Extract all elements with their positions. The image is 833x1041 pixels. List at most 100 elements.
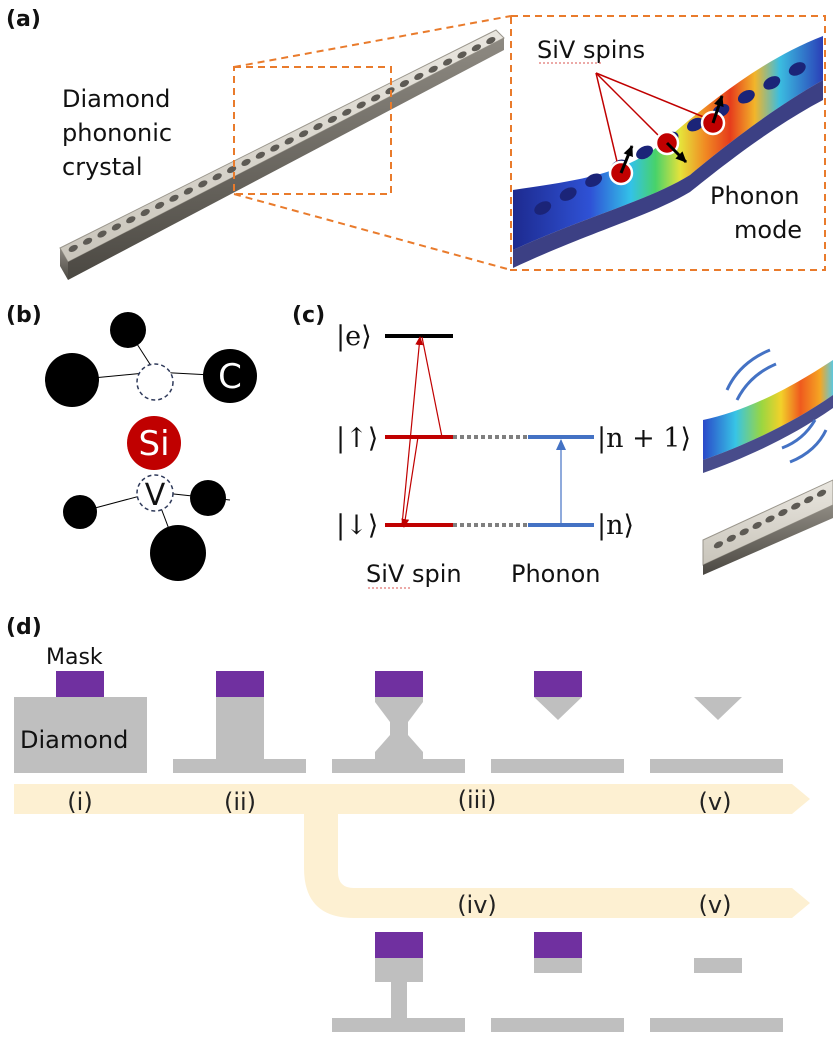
hole — [97, 230, 107, 238]
hole — [778, 509, 788, 517]
hole — [154, 201, 165, 209]
hole — [111, 223, 122, 231]
siv-spins-label: SiV spins — [537, 36, 645, 64]
pointer-line-2 — [595, 72, 666, 143]
hole — [804, 496, 814, 504]
crystal-label-line1: Diamond — [62, 85, 170, 113]
step-label: (iii) — [458, 786, 497, 814]
step-label: (v) — [699, 891, 732, 919]
crystal-label-line2: phononic — [62, 119, 172, 147]
step-label: (i) — [67, 788, 92, 816]
ket-excited: |e⟩ — [336, 321, 372, 352]
pointer-line-1 — [595, 72, 620, 171]
substrate — [491, 759, 624, 773]
hole — [414, 72, 424, 80]
carbon-atom-labeled — [203, 349, 257, 403]
hole — [298, 130, 309, 138]
hole — [284, 137, 294, 145]
phonon-mode-label-line1: Phonon — [710, 182, 799, 210]
protected-layer — [375, 958, 423, 982]
hole — [752, 521, 762, 529]
mask-block — [534, 932, 582, 958]
spin-arrow-1 — [619, 145, 634, 174]
diamond-beam — [59, 29, 505, 280]
panel-label-c: (c) — [292, 303, 325, 328]
hole — [370, 94, 381, 102]
mask-block — [375, 671, 423, 697]
step-label: (iv) — [457, 891, 497, 919]
narrow-stem — [391, 982, 407, 1018]
final-triangle — [694, 697, 742, 720]
hole — [791, 502, 801, 510]
hole — [198, 180, 208, 188]
hole — [356, 101, 366, 109]
ket-spin-up: |↑⟩ — [336, 423, 378, 454]
hole — [585, 173, 603, 188]
substrate — [650, 759, 783, 773]
vacancy-label: V — [145, 478, 166, 513]
hole — [726, 534, 736, 542]
hole — [636, 145, 653, 160]
beam-holes — [713, 489, 827, 549]
released-triangle — [534, 697, 582, 720]
zoom-line-bottom — [233, 193, 512, 271]
hole — [428, 65, 438, 73]
beam-holes — [68, 37, 496, 252]
spin-arrow-2 — [665, 141, 688, 164]
zoom-line-top — [233, 15, 512, 68]
ket-phonon-n-plus-1: |n + 1⟩ — [597, 423, 691, 454]
hole — [212, 173, 222, 181]
hole — [313, 123, 323, 131]
final-slab — [694, 958, 742, 973]
hole — [534, 201, 552, 215]
zoom-source-box — [233, 66, 392, 195]
hole — [486, 37, 496, 45]
process-flow-arrows — [14, 784, 810, 918]
hole — [399, 80, 410, 88]
hole — [126, 216, 136, 224]
mask-block — [56, 671, 104, 697]
mask-block — [216, 671, 264, 697]
carbon-atom — [110, 312, 146, 348]
ket-spin-down: |↓⟩ — [336, 510, 378, 541]
carbon-label: C — [218, 357, 242, 397]
hole — [226, 166, 237, 174]
hole — [763, 76, 781, 90]
crystal-label-line3: crystal — [62, 153, 143, 181]
hole — [327, 115, 338, 123]
hole — [559, 187, 577, 201]
siv-spin-label: SiV spin — [366, 560, 462, 588]
phonon-label: Phonon — [511, 560, 600, 588]
hole — [471, 44, 482, 52]
hole — [342, 108, 352, 116]
substrate — [491, 1018, 624, 1032]
hole — [183, 187, 194, 195]
hole — [816, 489, 827, 497]
hole — [82, 237, 93, 245]
hole — [713, 541, 724, 549]
etched-base — [173, 759, 306, 773]
transition-arrow-down — [401, 436, 419, 528]
spin-arrow-3 — [711, 95, 724, 124]
silicon-atom — [127, 416, 181, 470]
zoom-inset: SiV spins Phonon mode — [510, 15, 826, 271]
undercut-structure — [332, 697, 465, 773]
carbon-atom — [190, 480, 226, 516]
carbon-atom — [150, 525, 206, 581]
vacancy-site — [136, 474, 174, 512]
panel-label-a: (a) — [6, 7, 41, 32]
vibrating-beam-graphic — [702, 348, 833, 575]
mask-block — [375, 932, 423, 958]
substrate — [332, 1018, 465, 1032]
hole — [739, 528, 749, 536]
diamond-block — [14, 697, 147, 773]
hole — [457, 51, 467, 59]
hole — [687, 117, 704, 132]
panel-a: (a) Diamond phononic crystal SiV spins — [6, 7, 826, 280]
silicon-label: Si — [138, 424, 169, 464]
carbon-atom — [63, 495, 97, 529]
phonon-mode-label-line2: mode — [734, 216, 802, 244]
substrate — [650, 1018, 783, 1032]
hole — [788, 62, 806, 76]
